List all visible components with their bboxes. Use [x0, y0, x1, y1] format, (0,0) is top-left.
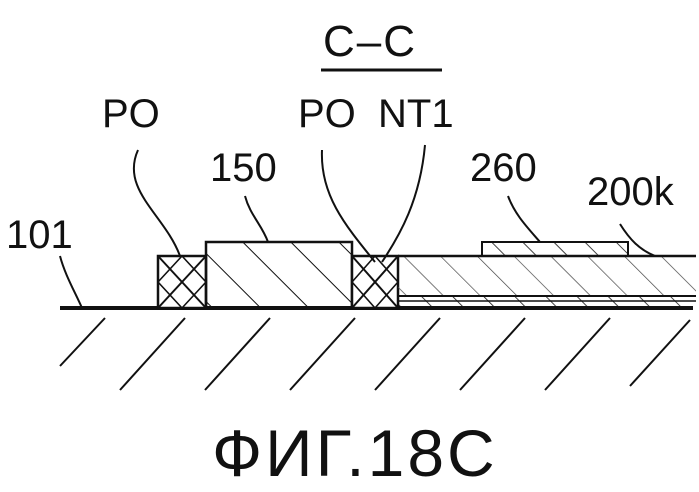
element-260 — [482, 242, 628, 256]
po-block-left — [158, 256, 206, 308]
section-label: C–C — [323, 20, 417, 64]
layer-nt1 — [398, 296, 696, 308]
label-260: 260 — [470, 148, 537, 188]
leader-150 — [245, 196, 268, 242]
label-nt1: NT1 — [378, 94, 454, 134]
label-150: 150 — [210, 148, 277, 188]
leader-po-left — [134, 150, 180, 256]
layer-200k — [398, 256, 696, 296]
figure-caption: ФИГ.18С — [212, 420, 498, 486]
leader-260 — [508, 196, 540, 242]
substrate-101 — [60, 308, 693, 390]
label-200k: 200k — [587, 172, 674, 212]
label-101: 101 — [6, 215, 73, 255]
label-po-right: PO — [298, 94, 356, 134]
leader-nt1 — [382, 145, 425, 262]
block-150 — [206, 242, 352, 308]
po-block-right — [352, 256, 398, 308]
leader-101 — [60, 256, 82, 308]
label-po-left: PO — [102, 94, 160, 134]
